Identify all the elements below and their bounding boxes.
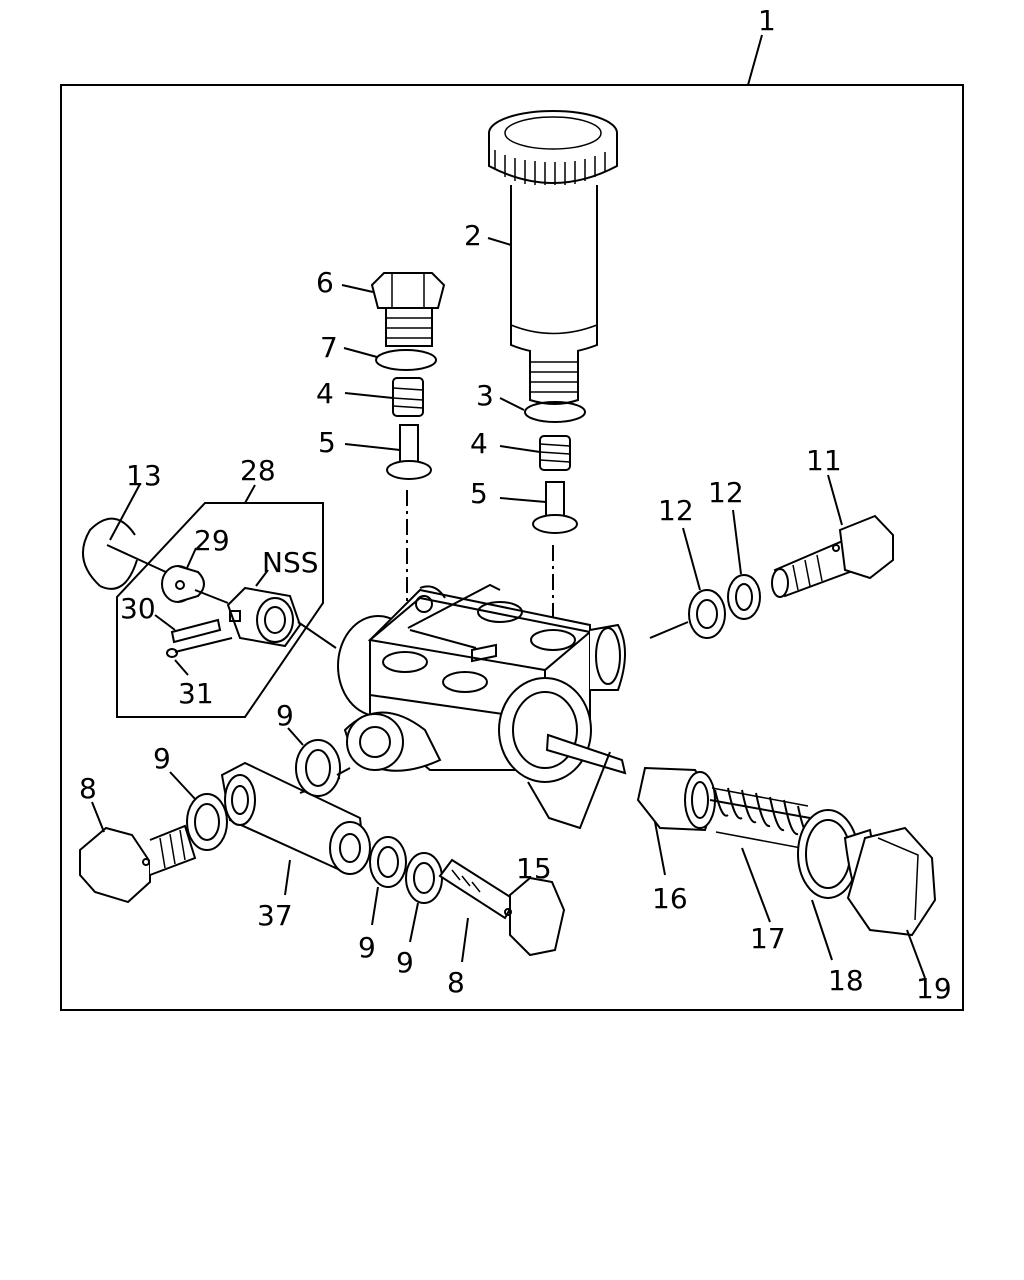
callout-4: 4 — [316, 377, 334, 410]
priming-pump-part — [487, 110, 618, 405]
washer-part — [186, 793, 228, 851]
plug-part — [370, 272, 446, 347]
callout-9: 9 — [276, 699, 294, 732]
callout-37: 37 — [257, 899, 293, 932]
leader-1 — [747, 34, 763, 86]
washer-part — [405, 852, 443, 904]
callout-5: 5 — [470, 477, 488, 510]
pin-part — [170, 618, 222, 644]
washer-part — [688, 589, 726, 639]
callout-15: 15 — [516, 852, 552, 885]
cap-part — [161, 565, 205, 603]
sleeve-part — [636, 766, 717, 832]
snap-ring-part — [82, 517, 138, 590]
callout-18: 18 — [828, 964, 864, 997]
small-pin-part — [166, 648, 178, 658]
o-ring-part — [524, 401, 586, 423]
callout-1: 1 — [758, 4, 776, 37]
callout-3: 3 — [476, 379, 494, 412]
o-ring-part — [375, 349, 437, 371]
washer-part — [369, 836, 407, 888]
callout-9: 9 — [358, 931, 376, 964]
callout-2: 2 — [464, 219, 482, 252]
valve-part — [386, 424, 432, 480]
callout-30: 30 — [120, 592, 156, 625]
callout-9: 9 — [153, 742, 171, 775]
nss-label: NSS — [262, 546, 319, 579]
assembly-frame — [60, 84, 964, 1011]
eye-bolt-part — [771, 514, 894, 598]
callout-6: 6 — [316, 266, 334, 299]
spring-part — [392, 377, 424, 417]
assembly-28-bracket — [116, 502, 324, 718]
spring-part — [539, 435, 571, 471]
valve-part — [532, 481, 578, 534]
callout-29: 29 — [194, 524, 230, 557]
washer-part — [295, 739, 341, 797]
callout-19: 19 — [916, 972, 952, 1005]
callout-8: 8 — [447, 966, 465, 999]
callout-31: 31 — [178, 677, 214, 710]
callout-28: 28 — [240, 454, 276, 487]
banjo-fitting-part — [220, 761, 371, 875]
callout-13: 13 — [126, 459, 162, 492]
filter-holder-part — [226, 586, 302, 648]
eye-bolt-part — [438, 858, 566, 957]
plug-part — [843, 826, 937, 937]
callout-5: 5 — [318, 426, 336, 459]
callout-8: 8 — [79, 772, 97, 805]
callout-9: 9 — [396, 946, 414, 979]
callout-12: 12 — [708, 476, 744, 509]
eye-bolt-part — [79, 824, 197, 904]
callout-12: 12 — [658, 494, 694, 527]
washer-part — [727, 574, 761, 620]
callout-4: 4 — [470, 427, 488, 460]
callout-16: 16 — [652, 882, 688, 915]
callout-17: 17 — [750, 922, 786, 955]
spring-part — [709, 787, 813, 851]
callout-11: 11 — [806, 444, 842, 477]
callout-7: 7 — [320, 331, 338, 364]
